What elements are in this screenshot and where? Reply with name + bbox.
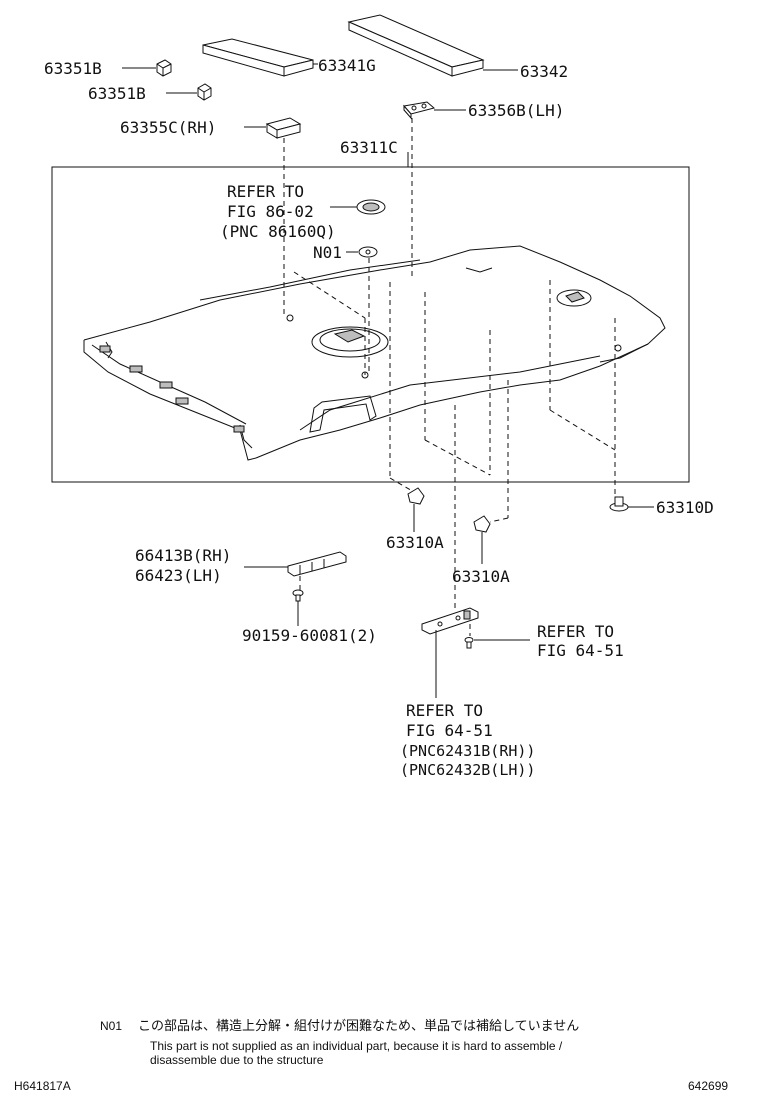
note-japanese: この部品は、構造上分解・組付けが困難なため、単品では補給していません — [138, 1018, 579, 1034]
label-63310d: 63310D — [656, 498, 714, 517]
label-66423: 66423(LH) — [135, 566, 222, 585]
ref-fig86-line2: FIG 86-02 — [227, 202, 314, 221]
label-63351b-top: 63351B — [44, 59, 102, 78]
label-63356b: 63356B(LH) — [468, 101, 564, 120]
dome-lamp-part — [356, 199, 386, 215]
ref-fig64-bottom-line1: REFER TO — [406, 701, 483, 720]
clip-63351b-bottom — [197, 83, 212, 101]
label-n01: N01 — [313, 243, 342, 262]
ref-fig64-bottom-line3: (PNC62431B(RH)) — [400, 742, 535, 760]
clip-63310a-left — [407, 487, 425, 505]
screw-90159 — [292, 589, 304, 602]
ref-fig86-line1: REFER TO — [227, 182, 304, 201]
note-english-line1: This part is not supplied as an individu… — [150, 1039, 563, 1053]
ref-fig86-line3: (PNC 86160Q) — [220, 222, 336, 241]
headliner-frame — [51, 166, 690, 483]
clip-63310d — [609, 496, 629, 512]
label-66413b: 66413B(RH) — [135, 546, 231, 565]
note-code: N01 — [100, 1019, 122, 1033]
note-english-line2: disassemble due to the structure — [150, 1053, 324, 1067]
clip-63356b — [403, 101, 436, 120]
label-90159: 90159-60081(2) — [242, 626, 377, 645]
clip-63351b-top — [156, 59, 172, 77]
clip-63310a-right — [473, 515, 491, 533]
ref-fig64-right-line1: REFER TO — [537, 622, 614, 641]
label-63355c: 63355C(RH) — [120, 118, 216, 137]
n01-bracket — [358, 246, 378, 258]
ref-fig64-bottom-line2: FIG 64-51 — [406, 721, 493, 740]
headliner-body — [83, 245, 666, 461]
label-63341g: 63341G — [318, 56, 376, 75]
label-63351b-bottom: 63351B — [88, 84, 146, 103]
dashed-assembly-lines — [283, 118, 616, 612]
label-63310a-right: 63310A — [452, 567, 510, 586]
footer-right-code: 642699 — [688, 1079, 728, 1093]
grip-screw — [464, 637, 474, 649]
bracket-66413b — [287, 551, 347, 577]
footer-left-code: H641817A — [14, 1079, 71, 1093]
ref-fig64-right-line2: FIG 64-51 — [537, 641, 624, 660]
pad-63341g — [202, 38, 314, 77]
assist-grip-bracket — [421, 607, 479, 635]
pad-63342 — [347, 14, 485, 77]
ref-fig64-bottom-line4: (PNC62432B(LH)) — [400, 761, 535, 779]
clip-63355c — [265, 117, 302, 139]
label-63310a-left: 63310A — [386, 533, 444, 552]
label-63342: 63342 — [520, 62, 568, 81]
label-63311c: 63311C — [340, 138, 398, 157]
